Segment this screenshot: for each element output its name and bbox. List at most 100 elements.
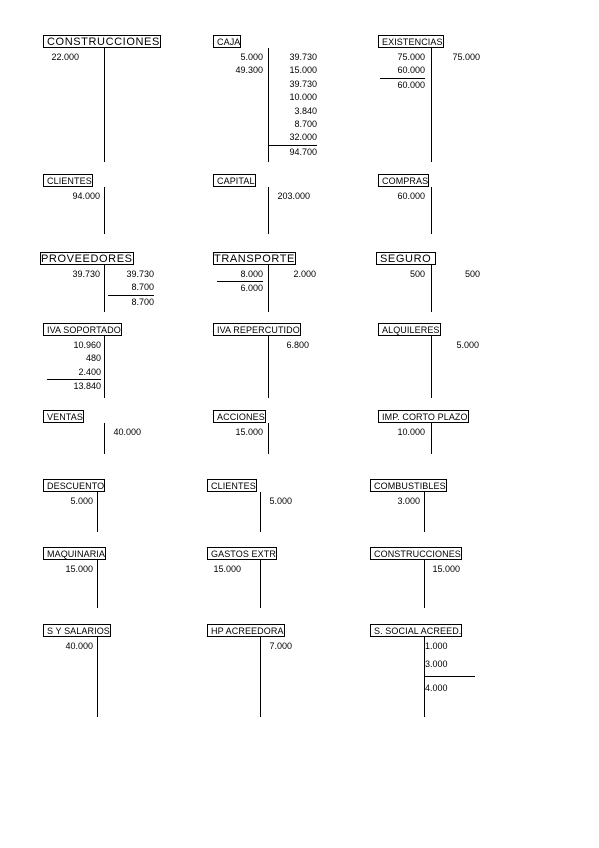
account-title: CLIENTES [207, 479, 257, 492]
credit-column: 1.000 3.000 4.000 [425, 640, 475, 700]
t-account-divider [104, 187, 105, 234]
credit-column: 39.730 8.700 8.700 [108, 268, 154, 309]
t-account-divider [424, 637, 425, 717]
t-account-divider [431, 187, 432, 234]
account-title: IVA SOPORTADO [43, 323, 122, 336]
account-title: CLIENTES [43, 174, 93, 187]
debit-column: 40.000 [43, 640, 93, 653]
account-title: PROVEEDORES [40, 252, 134, 265]
t-account-clientes: CLIENTES 94.000 [43, 174, 159, 234]
t-account-divider [431, 423, 432, 454]
t-account-transporte: TRANSPORTE 8.000 6.000 2.000 [213, 252, 323, 312]
debit-column: 75.000 60.000 60.000 [380, 51, 425, 92]
debit-column: 60.000 [378, 190, 425, 203]
t-account-divider [97, 637, 98, 717]
t-account-capital: CAPITAL 203.000 [213, 174, 323, 234]
t-account-iva-soportado: IVA SOPORTADO 10.960 480 2.400 13.840 [43, 323, 159, 398]
credit-amount: 40.000 [113, 427, 141, 437]
debit-column: 15.000 [43, 563, 93, 576]
t-account-proveedores: PROVEEDORES 39.730 39.730 8.700 8.700 [40, 252, 159, 312]
debit-amount: 5.000 [240, 52, 263, 62]
t-account-clientes-2: CLIENTES 5.000 [207, 479, 316, 532]
account-title: TRANSPORTE [213, 252, 296, 265]
debit-column: 22.000 [43, 51, 79, 64]
t-account-s-social-acreed: S. SOCIAL ACREED. 1.000 3.000 4.000 [370, 624, 479, 717]
account-title: COMBUSTIBLES [370, 479, 447, 492]
t-account-divider [260, 492, 261, 532]
debit-amount: 60.000 [397, 65, 425, 76]
credit-amount: 5.000 [269, 496, 292, 506]
t-account-divider [104, 336, 105, 398]
debit-column: 15.000 [213, 426, 263, 439]
t-account-divider [268, 265, 269, 312]
debit-amount: 40.000 [65, 641, 93, 651]
credit-amount: 8.700 [294, 118, 317, 129]
t-account-alquileres: ALQUILERES 5.000 [378, 323, 486, 398]
account-title: VENTAS [43, 410, 84, 423]
account-title: MAQUINARIA [43, 547, 107, 560]
credit-total: 4.000 [425, 676, 475, 700]
debit-amount: 49.300 [235, 65, 263, 76]
credit-column: 5.000 [261, 495, 292, 508]
debit-amount: 10.000 [397, 427, 425, 437]
account-title: DESCUENTO [43, 479, 106, 492]
debit-column: 15.000 [207, 563, 241, 576]
debit-column: 10.960 480 2.400 13.840 [47, 339, 101, 394]
t-account-acciones: ACCIONES 15.000 [213, 410, 323, 454]
t-account-combustibles: COMBUSTIBLES 3.000 [370, 479, 479, 532]
account-title: IMP. CORTO PLAZO [378, 410, 469, 423]
t-account-divider [431, 336, 432, 398]
t-account-divider [268, 187, 269, 234]
t-account-divider [268, 48, 269, 162]
credit-column: 5.000 [432, 339, 479, 352]
debit-amount: 500 [409, 269, 425, 279]
account-title: EXISTENCIAS [378, 35, 444, 48]
credit-column: 40.000 [105, 426, 141, 439]
credit-column: 7.000 [261, 640, 292, 653]
debit-column: 10.000 [378, 426, 425, 439]
t-account-caja: CAJA 5.000 49.300 39.730 15.000 39.730 1… [213, 35, 323, 162]
debit-column: 39.730 [40, 268, 100, 281]
credit-amount: 15.000 [289, 65, 317, 76]
debit-amount: 480 [85, 353, 101, 364]
credit-column: 6.800 [269, 339, 309, 352]
debit-column: 5.000 49.300 [213, 51, 263, 78]
credit-amount: 500 [464, 269, 480, 279]
t-account-compras: COMPRAS 60.000 [378, 174, 486, 234]
credit-column: 500 [432, 268, 480, 281]
debit-amount: 15.000 [213, 564, 241, 574]
t-account-divider [260, 560, 261, 608]
credit-column: 75.000 [432, 51, 480, 64]
debit-amount: 60.000 [397, 191, 425, 201]
t-account-iva-repercutido: IVA REPERCUTIDO 6.800 [213, 323, 323, 398]
t-account-divider [431, 48, 432, 162]
t-account-divider [104, 265, 105, 312]
credit-amount: 75.000 [452, 52, 480, 62]
t-account-divider [104, 423, 105, 454]
credit-amount: 6.800 [286, 340, 309, 350]
credit-amount: 8.700 [131, 282, 154, 293]
debit-column: 94.000 [43, 190, 100, 203]
debit-amount: 39.730 [72, 269, 100, 279]
credit-column: 203.000 [269, 190, 310, 203]
debit-amount: 3.000 [397, 496, 420, 506]
credit-amount: 10.000 [289, 92, 317, 103]
t-account-construcciones-2: CONSTRUCCIONES 15.000 [370, 547, 479, 608]
t-account-divider [424, 492, 425, 532]
t-account-divider [268, 423, 269, 454]
account-title: COMPRAS [378, 174, 430, 187]
debit-amount: 5.000 [70, 496, 93, 506]
debit-amount: 22.000 [51, 52, 79, 62]
account-title: GASTOS EXTR [207, 547, 277, 560]
credit-amount: 32.000 [289, 132, 317, 143]
account-title: HP ACREEDORA [207, 624, 285, 637]
credit-amount: 3.840 [294, 105, 317, 116]
credit-column: 15.000 [425, 563, 460, 576]
account-title: SEGURO [376, 252, 437, 265]
debit-total: 60.000 [380, 77, 425, 92]
debit-amount: 8.000 [240, 269, 263, 279]
credit-amount: 5.000 [456, 340, 479, 350]
t-account-gastos-extr: GASTOS EXTR 15.000 [207, 547, 316, 608]
account-title: CAPITAL [213, 174, 256, 187]
credit-amount: 3.000 [425, 659, 448, 670]
